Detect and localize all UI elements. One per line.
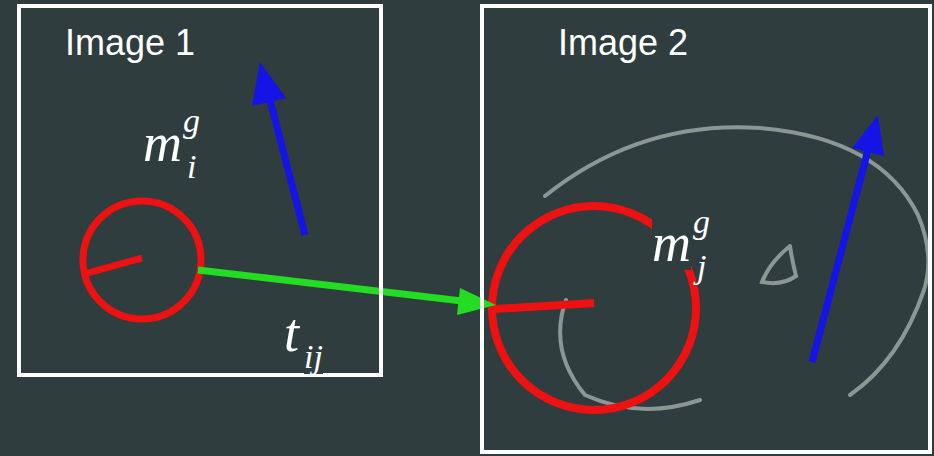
superscript: g (183, 104, 200, 138)
math-symbol: t (284, 306, 299, 360)
frame-title: Image 1 (65, 22, 195, 63)
translation-arrow (198, 270, 496, 315)
orientation-arrow (812, 115, 884, 362)
image-frame: Image 1 (17, 4, 383, 377)
chalk-sketch (545, 127, 928, 409)
frame-title: Image 2 (558, 22, 688, 63)
feature-circle (492, 206, 696, 410)
math-symbol: m (652, 216, 691, 270)
orientation-arrow (252, 62, 305, 235)
math-symbol: m (143, 116, 182, 170)
feature-circle (83, 201, 201, 319)
subscript: i (187, 150, 196, 184)
subscript: ij (304, 340, 323, 374)
superscript: g (693, 205, 710, 239)
subscript: j (697, 250, 706, 284)
